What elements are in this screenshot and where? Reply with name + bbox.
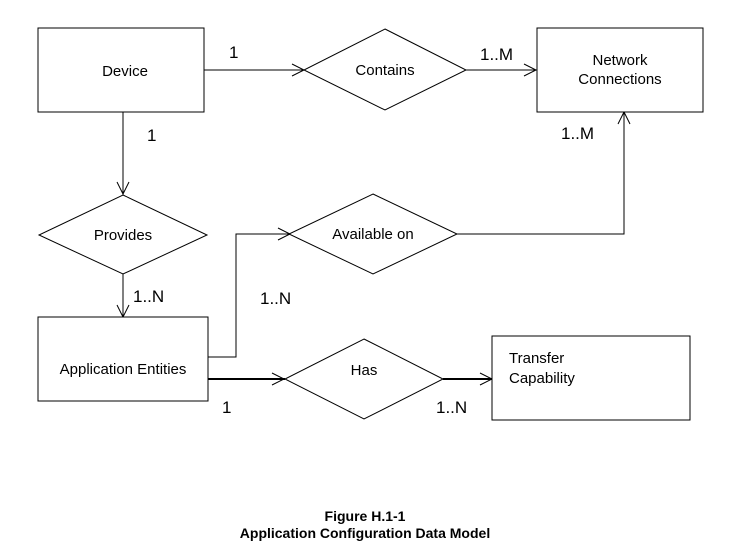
entity-device: Device [37,27,205,113]
relationship-provides: Provides [37,194,209,275]
relationship-available-diamond [287,193,459,275]
entity-transfer-label-line2: Capability [509,370,575,387]
entity-network-label-line1: Network [592,52,648,69]
relationship-provides-diamond [37,194,209,275]
edge-available-network [457,112,625,235]
arrowhead-network [523,63,538,77]
entity-transfer-capability: Transfer Capability [491,335,691,421]
caption-title: Application Configuration Data Model [240,525,490,541]
cardinality-app-has: 1 [222,398,231,417]
relationship-has-diamond [283,338,445,420]
entity-network-connections: Network Connections [536,27,704,113]
entity-app-label: Application Entities [60,361,187,378]
relationship-has-label: Has [351,362,378,379]
relationship-contains-label: Contains [355,62,414,79]
relationship-provides-label: Provides [94,227,152,244]
entity-application-entities: Application Entities [37,316,209,402]
cardinalities: 1 1..M 1 1..N 1..N 1..M 1 1..N [133,43,594,417]
cardinality-device-provides: 1 [147,126,156,145]
entity-network-box [536,27,704,113]
cardinality-contains-network: 1..M [480,45,513,64]
caption-figure-number: Figure H.1-1 [325,508,406,524]
cardinality-device-contains: 1 [229,43,238,62]
arrowhead-provides [116,181,130,196]
cardinality-provides-app: 1..N [133,287,164,306]
relationship-available-on: Available on [287,193,459,275]
cardinality-available-app: 1..N [260,289,291,308]
cardinality-has-transfer: 1..N [436,398,467,417]
edge-app-available [208,233,289,358]
entity-transfer-box [491,335,691,421]
figure-caption: Figure H.1-1 Application Configuration D… [240,508,490,541]
entity-app-box [37,316,209,402]
relationship-has: Has [283,338,445,420]
entity-device-box [37,27,205,113]
relationship-contains-diamond [302,28,468,111]
entity-transfer-label-line1: Transfer [509,350,564,367]
relationship-available-label: Available on [332,226,413,243]
entity-network-label-line2: Connections [578,71,661,88]
cardinality-available-network: 1..M [561,124,594,143]
relationship-contains: Contains [302,28,468,111]
entity-device-label: Device [102,63,148,80]
